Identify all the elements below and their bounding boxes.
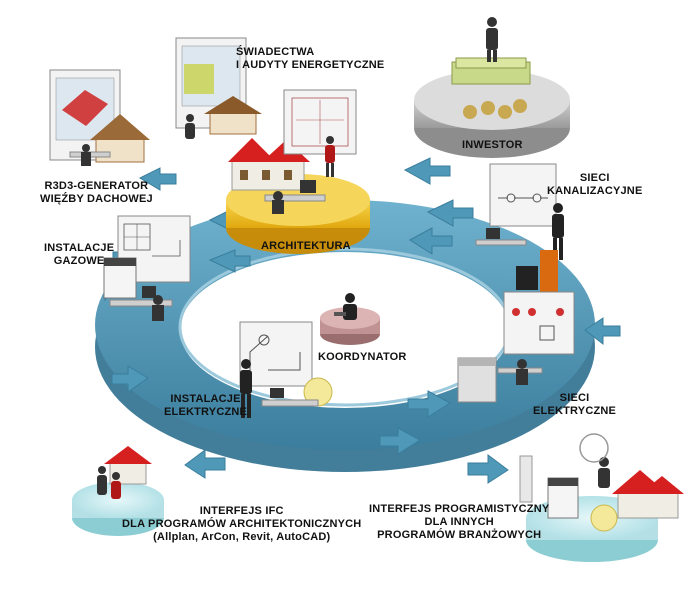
light-bulb-icon <box>591 505 617 531</box>
label-inwestor-line1: INWESTOR <box>462 139 523 152</box>
label-sieci-elektryczne-line1: SIECI <box>533 392 616 405</box>
label-instalacje-elektryczne-line2: ELEKTRYCZNE <box>164 406 247 419</box>
label-interfejs-programistyczny-line2: DLA INNYCH <box>369 516 549 529</box>
electric-cabinet-icon <box>458 358 496 402</box>
label-swiadectwa-line2: I AUDYTY ENERGETYCZNE <box>236 59 384 72</box>
label-swiadectwa: ŚWIADECTWA I AUDYTY ENERGETYCZNE <box>236 46 384 72</box>
label-r3d3-line2: WIĘŹBY DACHOWEJ <box>40 193 153 206</box>
label-swiadectwa-line1: ŚWIADECTWA <box>236 46 384 59</box>
person-icon <box>486 17 498 62</box>
label-interfejs-ifc-line2: DLA PROGRAMÓW ARCHITEKTONICZNYCH <box>122 518 361 531</box>
r3d3-workstation <box>50 70 150 166</box>
label-r3d3-line1: R3D3-GENERATOR <box>40 180 153 193</box>
arrow-icon <box>468 455 508 483</box>
label-instalacje-elektryczne-line1: INSTALACJE <box>164 393 247 406</box>
label-interfejs-programistyczny: INTERFEJS PROGRAMISTYCZNY DLA INNYCH PRO… <box>369 503 549 542</box>
label-koordynator: KOORDYNATOR <box>318 351 407 364</box>
inwestor-platform <box>414 17 570 158</box>
label-architektura: ARCHITEKTURA <box>261 240 351 253</box>
label-interfejs-programistyczny-line1: INTERFEJS PROGRAMISTYCZNY <box>369 503 549 516</box>
label-instalacje-gazowe: INSTALACJE GAZOWE <box>44 242 114 268</box>
gas-stove-icon <box>548 478 578 518</box>
label-sieci-kanalizacyjne: SIECI KANALIZACYJNE <box>547 172 643 198</box>
label-inwestor: INWESTOR <box>462 139 523 152</box>
label-instalacje-gazowe-line2: GAZOWE <box>44 255 114 268</box>
label-sieci-kanalizacyjne-line2: KANALIZACYJNE <box>547 185 643 198</box>
label-architektura-line1: ARCHITEKTURA <box>261 240 351 253</box>
house-icon <box>104 446 152 484</box>
label-sieci-elektryczne: SIECI ELEKTRYCZNE <box>533 392 616 418</box>
label-sieci-kanalizacyjne-line1: SIECI <box>547 172 643 185</box>
label-r3d3: R3D3-GENERATOR WIĘŹBY DACHOWEJ <box>40 180 153 206</box>
label-interfejs-ifc-line3: (Allplan, ArCon, Revit, AutoCAD) <box>122 531 361 544</box>
whiteboard-icon <box>284 90 356 154</box>
arrow-icon <box>405 158 450 184</box>
label-sieci-elektryczne-line2: ELEKTRYCZNE <box>533 405 616 418</box>
person-icon <box>185 114 195 139</box>
label-instalacje-gazowe-line1: INSTALACJE <box>44 242 114 255</box>
interfejs-platform <box>520 434 684 562</box>
label-koordynator-line1: KOORDYNATOR <box>318 351 407 364</box>
label-interfejs-programistyczny-line3: PROGRAMÓW BRANŻOWYCH <box>369 529 549 542</box>
label-instalacje-elektryczne: INSTALACJE ELEKTRYCZNE <box>164 393 247 419</box>
house-icon <box>612 470 684 518</box>
label-interfejs-ifc-line1: INTERFEJS IFC <box>122 505 361 518</box>
label-interfejs-ifc: INTERFEJS IFC DLA PROGRAMÓW ARCHITEKTONI… <box>122 505 361 544</box>
person-icon <box>598 457 610 488</box>
